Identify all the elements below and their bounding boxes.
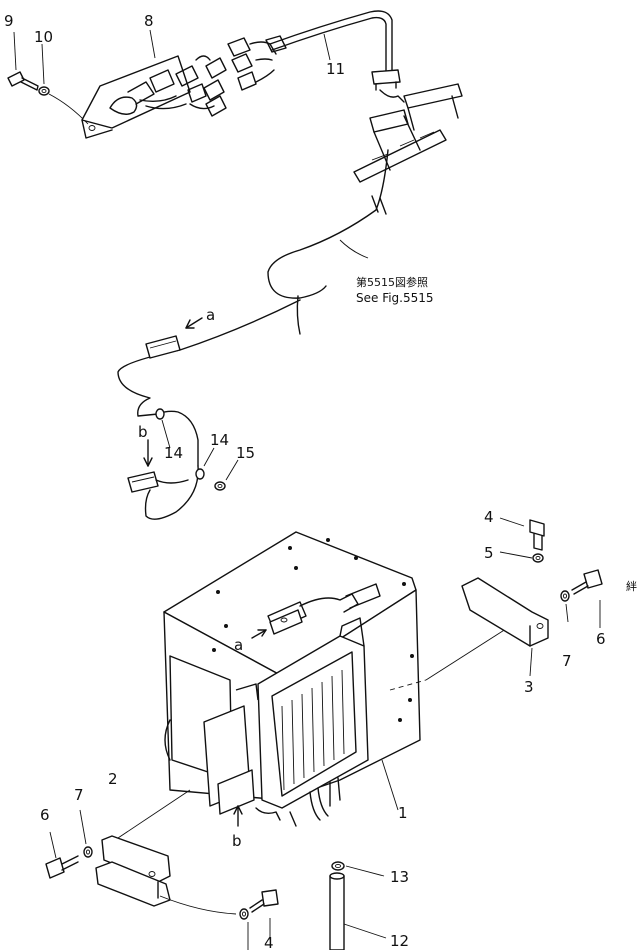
leader-7r — [565, 603, 569, 623]
bolt-4-top — [529, 519, 545, 551]
label-3: 3 — [524, 678, 534, 696]
clip-14-b — [195, 468, 205, 480]
reference-note-en: See Fig.5515 — [356, 291, 434, 305]
connector-a-lower — [269, 609, 303, 635]
label-6-right: 6 — [596, 630, 606, 648]
arrow-a-lower — [251, 629, 267, 639]
washer-7-left — [83, 846, 93, 858]
washer-15 — [214, 481, 226, 491]
label-15: 15 — [236, 444, 255, 462]
label-5: 5 — [484, 544, 494, 562]
label-7-right: 7 — [562, 652, 572, 670]
label-4-top: 4 — [484, 508, 494, 526]
leader-ref — [339, 239, 369, 259]
bolt-4-bottom — [249, 889, 279, 913]
washer-10 — [38, 86, 50, 96]
leader-8 — [149, 29, 156, 59]
bracket-2 — [95, 835, 171, 907]
reference-note-jp: 第5515図参照 — [356, 275, 428, 289]
leader-9 — [13, 31, 17, 71]
bolt-6-left — [45, 855, 79, 879]
bracket-3 — [461, 577, 549, 647]
label-2: 2 — [108, 770, 118, 788]
label-4-bottom: 4 — [264, 934, 274, 950]
leader-bracket2 — [117, 789, 191, 839]
label-10: 10 — [34, 28, 53, 46]
main-harness — [117, 149, 389, 520]
label-a-lower: a — [234, 636, 243, 654]
clamp-13 — [331, 861, 345, 871]
label-b-lower: b — [232, 832, 242, 850]
arrow-a-upper — [185, 317, 203, 329]
controller-box — [163, 531, 421, 827]
label-11: 11 — [326, 60, 345, 78]
leader-14b — [203, 447, 215, 467]
leader-washer-bottom — [159, 895, 237, 915]
connector-b-upper — [127, 471, 189, 493]
washer-4-bottom — [239, 908, 249, 920]
leader-11 — [323, 33, 331, 61]
label-6-left: 6 — [40, 806, 50, 824]
clip-14-a — [155, 408, 165, 420]
bracket-8 — [81, 55, 227, 139]
label-8: 8 — [144, 12, 154, 30]
leader-1 — [381, 759, 399, 811]
washer-7-right — [560, 590, 570, 602]
margin-mark: 絆 — [626, 579, 637, 593]
leader-12 — [343, 923, 387, 939]
hidden-line — [389, 679, 427, 691]
bolt-9 — [7, 71, 39, 91]
leader-14a — [161, 419, 171, 449]
label-b-upper: b — [138, 423, 148, 441]
leader-15 — [225, 459, 239, 481]
washer-5 — [532, 553, 544, 563]
label-12: 12 — [390, 932, 409, 950]
label-13: 13 — [390, 868, 409, 886]
label-1: 1 — [398, 804, 408, 822]
leader-13 — [345, 865, 385, 877]
harness-11 — [227, 10, 401, 91]
leader-4top — [499, 517, 525, 527]
label-7-left: 7 — [74, 786, 84, 804]
leader-10b — [41, 43, 45, 85]
connector-bracket — [353, 83, 463, 183]
bolt-6-right — [571, 569, 603, 595]
label-14-b: 14 — [210, 431, 229, 449]
leader-6l — [49, 831, 57, 859]
leader-3 — [529, 647, 533, 677]
label-14-a: 14 — [164, 444, 183, 462]
leader-5 — [499, 551, 533, 559]
label-9: 9 — [4, 12, 14, 30]
tube-12 — [329, 872, 345, 950]
label-a-upper: a — [206, 306, 215, 324]
connector-a-upper — [145, 335, 181, 359]
leader-7l — [79, 809, 87, 845]
